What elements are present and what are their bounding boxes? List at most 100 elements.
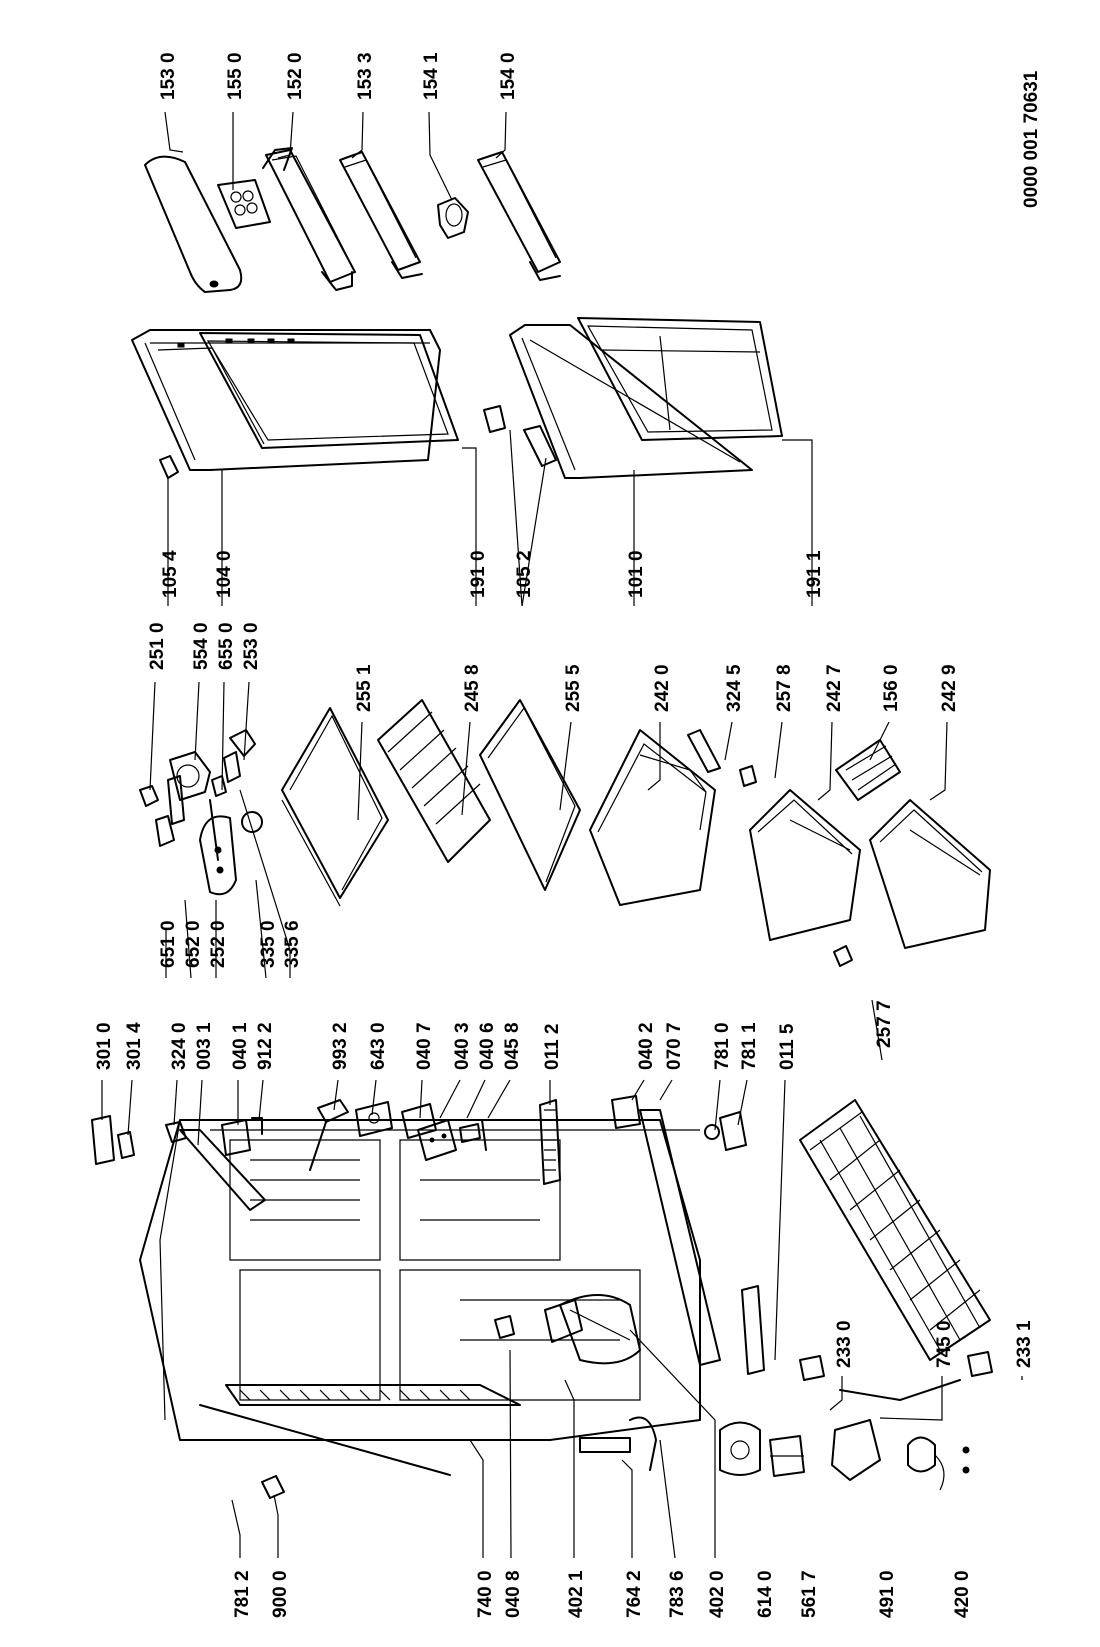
label-155-0: 155 0 [225,52,246,100]
label-643-0: 643 0 [368,1022,389,1070]
label-156-0: 156 0 [881,664,902,712]
part-335-0-knob [241,811,263,833]
doc-number: 0000 001 70631 [1021,70,1042,208]
label-993-2: 993 2 [330,1022,351,1070]
part-040-2-hinge [611,1095,641,1129]
part-255-1-glass-shelf [281,707,389,899]
part-105-4-hinge-cover [159,455,179,479]
part-252-0-thermostat-housing [199,815,237,896]
label-011-2: 011 2 [542,1024,563,1071]
part-993-2-sensor [317,1099,349,1123]
label-153-0: 153 0 [158,52,179,100]
part-402-1-relay [544,1299,583,1343]
label-242-0: 242 0 [652,664,673,712]
part-011-5-rail [741,1285,765,1375]
part-040-6 [459,1123,481,1143]
label-651-0: 651 0 [158,920,179,968]
part-104-0-upper-door [131,329,441,471]
label-301-0: 301 0 [94,1022,115,1070]
label-652-0: 652 0 [183,920,204,968]
part-745-0-evaporator [799,1099,991,1361]
label-191-0: 191 0 [468,550,489,598]
label-335-6: 335 6 [282,920,303,968]
part-253-0-knob [229,729,256,757]
label-242-7: 242 7 [824,664,845,712]
part-070-7-base-strip [639,1109,721,1366]
part-011-2-rail [539,1099,561,1185]
label-402-1: 402 1 [566,1570,587,1618]
part-561-7-lamp-switch [769,1435,805,1477]
part-257-8 [739,765,757,787]
label-070-7: 070 7 [664,1022,685,1070]
label-154-1: 154 1 [421,52,442,100]
label-257-7: 257 7 [874,1000,895,1048]
part-255-5-glass-shelf [479,699,581,891]
part-324-0 [165,1121,187,1143]
label-324-5: 324 5 [724,664,745,712]
part-154-1-bottle-stop [437,197,469,239]
label-491-0: 491 0 [877,1570,898,1618]
part-233-0-clip [799,1355,825,1381]
label-040-6: 040 6 [477,1022,498,1070]
part-040-1-hinge [221,1119,251,1156]
part-101-0-lower-door [509,324,753,479]
part-003-1-top-strip [179,1129,266,1211]
label-781-2: 781 2 [232,1570,253,1618]
part-040-3-hinge [417,1119,457,1161]
label-745-0: 745 0 [934,1320,955,1368]
door-accessories [144,147,561,293]
label-253-0: 253 0 [241,622,262,670]
part-153-0-shelf-cover [144,155,243,293]
label-420-0: 420 0 [952,1570,973,1618]
label-554-0: 554 0 [191,622,212,670]
label-104-0: 104 0 [214,550,235,598]
part-324-5 [687,729,721,773]
part-420-0-capacitor [907,1436,936,1473]
part-156-0-ice-tray [835,739,901,801]
part-191-1-lower-gasket [577,317,783,441]
part-242-9-freezer-drawer [869,799,991,949]
label-614-0: 614 0 [755,1570,776,1618]
part-781-2-rod [199,1404,451,1476]
label-045-8: 045 8 [502,1022,523,1070]
label-251-0: 251 0 [147,622,168,670]
part-781-1 [719,1111,747,1151]
label-324-0: 324 0 [169,1022,190,1070]
label-255-5: 255 5 [563,664,584,712]
part-554-0-lamp-holder [169,751,211,801]
label-781-0: 781 0 [712,1022,733,1070]
part-257-7 [833,945,853,967]
part-155-0-egg-tray [217,179,271,229]
part-040-8-bracket [494,1315,515,1339]
label-764-2: 764 2 [624,1570,645,1618]
part-191-0-upper-gasket [199,332,459,449]
part-251-0 [139,785,159,807]
label-561-7: 561 7 [799,1570,820,1618]
part-040-7-bracket [401,1103,437,1139]
label-301-4: 301 4 [124,1022,145,1070]
part-labels: 153 0 155 0 152 0 153 3 154 1 154 0 0000… [94,52,1042,1618]
shelves-drawers [139,699,991,967]
label-257-8: 257 8 [774,664,795,712]
part-651-0 [155,815,175,847]
part-655-0 [211,775,227,797]
doors [131,317,783,479]
label-255-1: 255 1 [354,664,375,712]
part-614-0-thermostat [719,1421,761,1476]
part-912-2-screw [251,1117,263,1135]
label-040-2: 040 2 [636,1022,657,1070]
leader-lines [101,111,1023,1559]
label-152-0: 152 0 [285,52,306,100]
label-101-0: 101 0 [626,550,647,598]
label-740-0: 740 0 [475,1570,496,1618]
cabinet [91,1095,993,1499]
label-781-1: 781 1 [739,1022,760,1070]
label-040-1: 040 1 [230,1022,251,1070]
part-643-0 [355,1101,393,1137]
label-153-3: 153 3 [355,52,376,100]
label-900-0: 900 0 [270,1570,291,1618]
label-191-1: 191 1 [804,550,825,598]
part-900-0 [261,1475,285,1499]
part-301-4 [117,1131,135,1159]
